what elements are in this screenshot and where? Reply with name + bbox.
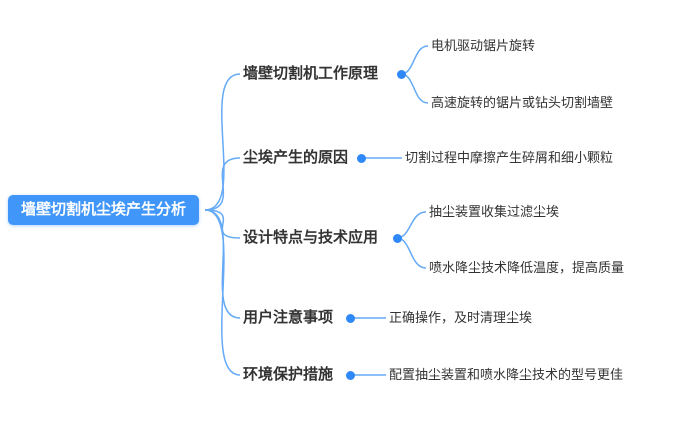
branch-curve-4 bbox=[204, 209, 241, 319]
leaf-label-water-spray[interactable]: 喷水降尘技术降低温度，提高质量 bbox=[429, 260, 625, 275]
branch-curve-5 bbox=[204, 209, 241, 376]
leaf-curve-3b bbox=[396, 237, 427, 269]
leaf-label-correct-operate[interactable]: 正确操作，及时清理尘埃 bbox=[389, 310, 533, 325]
branch-label-working-principle[interactable]: 墙壁切割机工作原理 bbox=[243, 65, 379, 82]
branch-curve-2 bbox=[204, 157, 241, 211]
branch-curve-3 bbox=[204, 209, 241, 239]
branch-label-dust-cause[interactable]: 尘埃产生的原因 bbox=[243, 149, 349, 166]
collapse-dot-5[interactable] bbox=[346, 371, 355, 380]
leaf-curve-3a bbox=[396, 211, 427, 239]
branch-label-user-notes[interactable]: 用户注意事项 bbox=[243, 309, 334, 326]
leaf-label-friction-debris[interactable]: 切割过程中摩擦产生碎屑和细小颗粒 bbox=[405, 150, 614, 165]
collapse-dot-2[interactable] bbox=[357, 154, 366, 163]
leaf-label-better-model[interactable]: 配置抽尘装置和喷水降尘技术的型号更佳 bbox=[389, 367, 624, 382]
collapse-dot-3[interactable] bbox=[393, 234, 402, 243]
leaf-curve-1b bbox=[400, 73, 429, 104]
branch-label-design-tech[interactable]: 设计特点与技术应用 bbox=[243, 229, 379, 246]
leaf-curve-1a bbox=[400, 45, 429, 75]
collapse-dot-1[interactable] bbox=[397, 70, 406, 79]
branch-curve-1 bbox=[204, 73, 241, 211]
branch-label-env-protection[interactable]: 环境保护措施 bbox=[243, 366, 334, 383]
collapse-dot-4[interactable] bbox=[346, 314, 355, 323]
leaf-label-motor-drive[interactable]: 电机驱动锯片旋转 bbox=[431, 38, 536, 53]
root-node[interactable]: 墙壁切割机尘埃产生分析 bbox=[8, 195, 200, 225]
leaf-label-high-speed-cut[interactable]: 高速旋转的锯片或钻头切割墙壁 bbox=[431, 95, 614, 110]
leaf-label-dust-extraction[interactable]: 抽尘装置收集过滤尘埃 bbox=[429, 204, 560, 219]
